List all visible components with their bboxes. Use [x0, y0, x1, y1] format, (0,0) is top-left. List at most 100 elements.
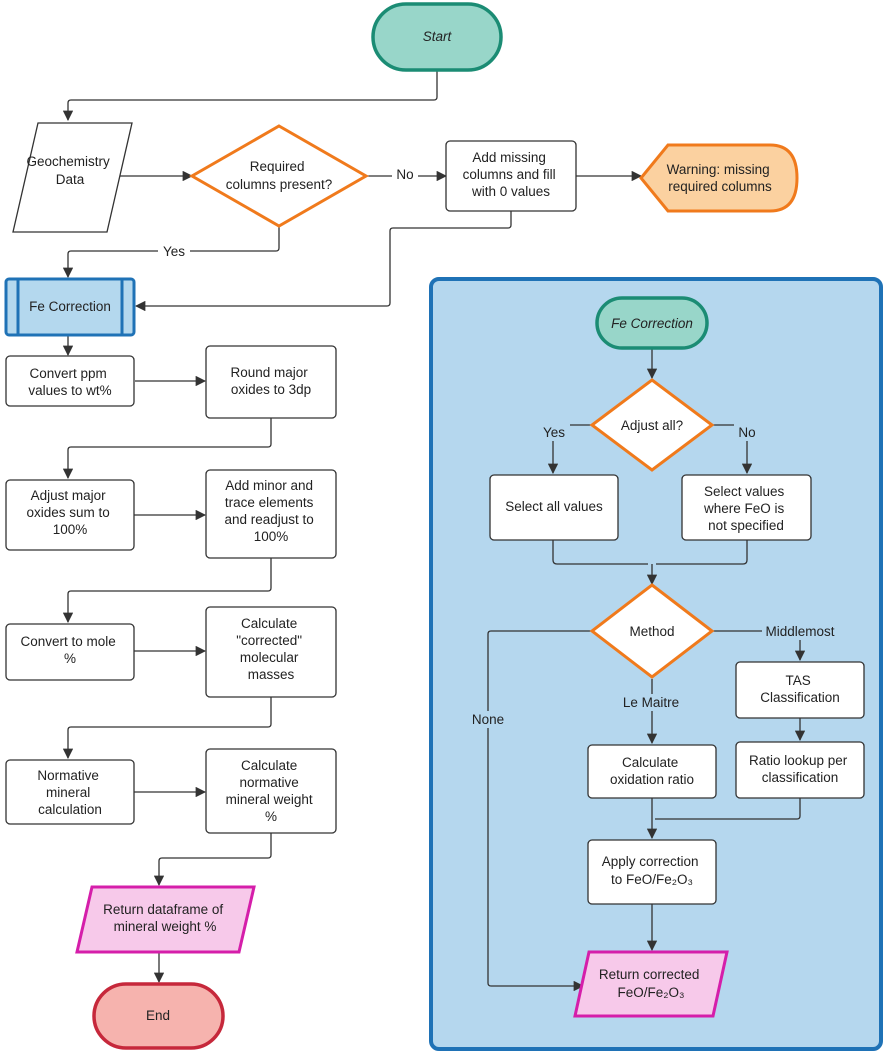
calc-wt-line-4: % [265, 809, 277, 824]
edge-method-none [487, 630, 592, 992]
select-where-line-3: not specified [708, 518, 784, 533]
ratio-lookup-line-1: Ratio lookup per [749, 753, 848, 768]
svg-text:Round major oxides to 3d: Round major oxides to 3dp [230, 365, 311, 397]
svg-text:Return corrected FeO/Fe₂: Return corrected FeO/Fe₂O₃ [599, 967, 703, 1000]
required-line-2: columns present? [226, 177, 333, 192]
geochem-line-1: Geochemistry [26, 154, 110, 169]
round-oxides-line-2: oxides to 3dp [231, 382, 311, 397]
edge-select-where-merge [656, 540, 748, 565]
calc-corrected-line-1: Calculate [241, 616, 297, 631]
svg-text:Calculate "corrected": Calculate "corrected" molecular masses [236, 616, 306, 682]
svg-text:Start: Start [423, 29, 453, 44]
svg-text:Return dataframe of mine: Return dataframe of mineral weight % [103, 902, 227, 934]
end-terminal: End [92, 982, 225, 1050]
calc-corrected-masses-process: Calculate "corrected" molecular masses [205, 606, 337, 698]
svg-text:Select values where FeO: Select values where FeO is not specified [703, 484, 788, 533]
normative-line-2: mineral [46, 785, 90, 800]
adjust-all-decision: Adjust all? [589, 378, 715, 472]
svg-text:Required columns present: Required columns present? [226, 159, 333, 192]
geochem-line-2: Data [56, 172, 85, 187]
select-where-line-1: Select values [704, 484, 785, 499]
edge-label-sub-no: No [738, 425, 755, 440]
calc-normative-weight-process: Calculate normative mineral weight % [205, 748, 337, 834]
return-dataframe-output: Return dataframe of mineral weight % [75, 885, 256, 954]
svg-text:TAS Classification: TAS Classification [760, 673, 840, 705]
calc-oxidation-line-2: oxidation ratio [610, 772, 694, 787]
svg-text:Convert ppm values to wt: Convert ppm values to wt% [28, 366, 111, 398]
calc-oxidation-line-1: Calculate [622, 755, 678, 770]
sub-fe-label: Fe Correction [611, 316, 693, 331]
normative-line-1: Normative [37, 768, 99, 783]
edge-label-no: No [396, 167, 413, 182]
adjust-major-line-2: oxides sum to [26, 505, 109, 520]
method-decision: Method [589, 583, 715, 679]
svg-text:Adjust major oxides sum: Adjust major oxides sum to 100% [26, 488, 113, 537]
svg-text:End: End [146, 1008, 170, 1023]
round-oxides-line-1: Round major [230, 365, 308, 380]
edge-label-middlemost: Middlemost [765, 624, 834, 639]
add-minor-line-4: 100% [254, 529, 289, 544]
convert-mole-process: Convert to mole % [5, 623, 135, 681]
calc-corrected-line-4: masses [248, 667, 295, 682]
edge-label-yes: Yes [163, 244, 185, 259]
apply-correction-process: Apply correction to FeO/Fe₂O₃ [587, 839, 717, 905]
svg-text:Geochemistry Data: Geochemistry Data [26, 154, 113, 187]
required-columns-decision: Required columns present? [188, 124, 370, 228]
tas-line-1: TAS [785, 673, 810, 688]
svg-text:Convert to mole %: Convert to mole % [20, 634, 119, 666]
svg-text:Normative mineral: Normative mineral calculation [37, 768, 102, 817]
calc-corrected-line-3: molecular [240, 650, 299, 665]
add-missing-line-1: Add missing [472, 150, 546, 165]
ratio-lookup-line-2: classification [762, 770, 839, 785]
select-all-process: Select all values [489, 474, 619, 541]
end-label: End [146, 1008, 170, 1023]
svg-text:Fe Correction: Fe Correction [29, 299, 111, 314]
svg-text:Adjust all?: Adjust all? [621, 418, 683, 433]
svg-text:Fe Correction: Fe Correction [611, 316, 693, 331]
fe-correction-predefined-process: Fe Correction [4, 277, 136, 337]
return-df-line-2: mineral weight % [114, 919, 217, 934]
add-missing-line-3: with 0 values [471, 184, 550, 199]
geochemistry-data-input: Geochemistry Data [12, 122, 133, 233]
adjust-major-oxides-process: Adjust major oxides sum to 100% [5, 479, 135, 551]
required-line-1: Required [250, 159, 305, 174]
sub-fe-correction-terminal: Fe Correction [595, 296, 709, 350]
add-minor-line-1: Add minor and [225, 478, 313, 493]
warning-line-1: Warning: missing [667, 162, 770, 177]
svg-text:Add missing columns and: Add missing columns and fill with 0 valu… [463, 150, 560, 199]
start-terminal: Start [371, 2, 503, 72]
edge-label-none: None [472, 712, 504, 727]
return-corrected-line-2: FeO/Fe₂O₃ [618, 985, 685, 1000]
convert-ppm-line-1: Convert ppm [29, 366, 106, 381]
convert-ppm-process: Convert ppm values to wt% [5, 355, 135, 407]
tas-line-2: Classification [760, 690, 840, 705]
svg-text:Warning: missing require: Warning: missing required columns [667, 162, 774, 194]
calc-wt-line-1: Calculate [241, 758, 297, 773]
select-where-process: Select values where FeO is not specified [681, 474, 812, 541]
round-oxides-process: Round major oxides to 3dp [205, 345, 337, 419]
edge-calc-corrected-to-normative [62, 697, 272, 760]
edge-calc-wt-to-return [153, 833, 272, 887]
edge-add-missing-to-fe [134, 211, 512, 312]
convert-mole-line-2: % [64, 651, 76, 666]
return-corrected-line-1: Return corrected [599, 967, 700, 982]
svg-text:Apply correction to FeO/: Apply correction to FeO/Fe₂O₃ [602, 854, 703, 887]
convert-ppm-line-2: values to wt% [28, 383, 111, 398]
add-minor-line-3: and readjust to [224, 512, 313, 527]
return-corrected-output: Return corrected FeO/Fe₂O₃ [573, 950, 729, 1018]
convert-mole-line-1: Convert to mole [20, 634, 115, 649]
fe-correction-label: Fe Correction [29, 299, 111, 314]
adjust-major-line-3: 100% [53, 522, 88, 537]
adjust-all-label: Adjust all? [621, 418, 683, 433]
tas-classification-process: TAS Classification [735, 661, 865, 719]
calc-oxidation-process: Calculate oxidation ratio [587, 744, 717, 799]
apply-correction-line-2: to FeO/Fe₂O₃ [611, 872, 693, 887]
warning-line-2: required columns [668, 179, 772, 194]
add-missing-line-2: columns and fill [463, 167, 556, 182]
adjust-major-line-1: Adjust major [31, 488, 107, 503]
ratio-lookup-process: Ratio lookup per classification [735, 741, 865, 799]
start-label: Start [423, 29, 453, 44]
method-label: Method [629, 624, 674, 639]
warning-display: Warning: missing required columns [639, 143, 799, 213]
